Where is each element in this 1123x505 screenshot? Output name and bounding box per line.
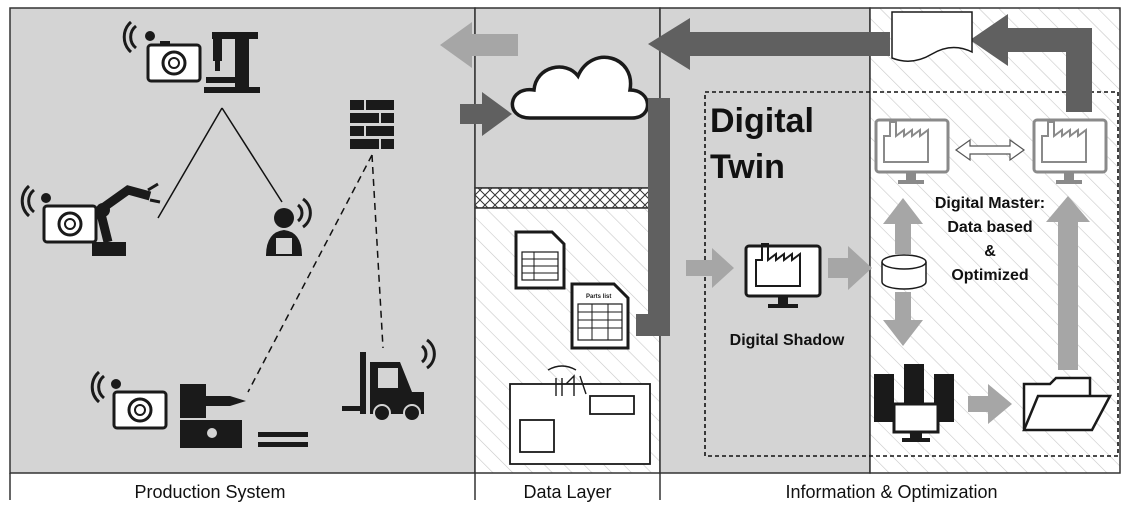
- digital-master-monitor-left-icon: [874, 118, 950, 184]
- arrow-twin-to-document: [970, 14, 1092, 112]
- arrow-folder-to-master: [1046, 196, 1090, 370]
- network-dashed-line: [247, 154, 373, 393]
- pipe-cloud-to-data: [636, 98, 670, 336]
- digital-master-line1: Digital Master:: [934, 195, 1046, 212]
- arrow-shadow-to-database: [828, 246, 872, 290]
- arrow-document-to-cloud: [648, 18, 890, 70]
- network-line: [157, 107, 223, 219]
- server-cluster-icon: [874, 364, 954, 442]
- arrow-database-to-servers: [883, 292, 923, 346]
- digital-shadow-label: Digital Shadow: [729, 332, 845, 349]
- digital-master-line4: Optimized: [951, 267, 1029, 284]
- digital-twin-title: Digital Twin: [710, 98, 814, 190]
- arrow-production-to-cloud: [460, 92, 512, 136]
- network-line: [221, 107, 283, 203]
- parts-list-header: Parts list: [586, 294, 611, 300]
- digital-master-line2: Data based: [947, 219, 1033, 236]
- digital-master-monitor-right-icon: [1032, 118, 1108, 184]
- document-icon: [891, 11, 973, 62]
- digital-master-line3: &: [984, 243, 996, 260]
- arrow-servers-to-folder: [968, 384, 1012, 424]
- robot-arm-icon: [20, 182, 161, 256]
- lathe-machine-icon: [90, 370, 308, 448]
- cnc-machine-icon: [122, 20, 260, 93]
- double-arrow: [954, 138, 1026, 162]
- pallet-stack-icon: [350, 100, 394, 149]
- worker-icon: [266, 197, 312, 256]
- data-layer-storage-band: [474, 187, 661, 209]
- information-panel: [659, 7, 871, 474]
- network-dashed-line: [371, 154, 384, 349]
- production-system-label: Production System: [134, 482, 286, 502]
- data-layer-label: Data Layer: [523, 482, 612, 502]
- digital-shadow-monitor-icon: [744, 243, 822, 308]
- arrow-database-to-master: [883, 198, 923, 254]
- digital-master-label: Digital Master: Data based & Optimized: [900, 192, 1080, 288]
- arrow-cloud-to-production: [440, 22, 518, 68]
- digital-twin-line1: Digital: [710, 102, 814, 140]
- cloud-icon: [510, 55, 650, 120]
- database-icon: [881, 254, 927, 290]
- parts-list-document-icon: Parts list: [570, 282, 630, 350]
- digital-twin-line2: Twin: [710, 148, 785, 186]
- folder-icon: [1022, 376, 1113, 432]
- forklift-icon: [342, 338, 436, 422]
- information-optimization-label: Information & Optimization: [785, 482, 998, 502]
- arrow-data-to-shadow: [686, 248, 734, 288]
- spreadsheet-document-icon: [514, 230, 566, 290]
- technical-drawing-icon: [509, 365, 651, 465]
